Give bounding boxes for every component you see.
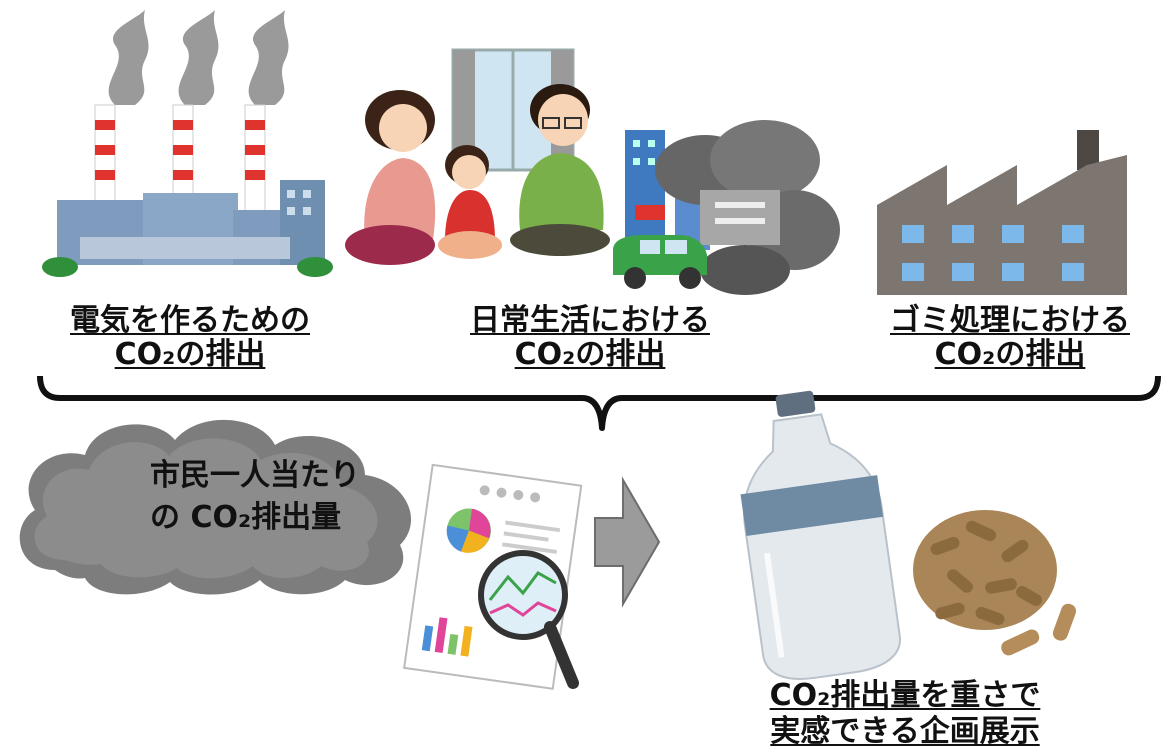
co2-cloud	[19, 419, 412, 595]
grouping-bracket	[37, 375, 1161, 431]
family-daily-life-illustration	[345, 48, 840, 295]
pellets-illustration	[913, 510, 1077, 656]
waste-factory-illustration	[877, 130, 1127, 295]
exhibit-label: CO₂排出量を重さで 実感できる企画展示	[769, 678, 1041, 749]
plastic-bottle-illustration	[740, 390, 901, 680]
cloud-text: 市民一人当たり の CO₂排出量	[150, 458, 360, 535]
report-magnifier-illustration	[403, 463, 583, 690]
power-plant-illustration	[42, 10, 333, 277]
arrow-right-icon	[594, 476, 661, 608]
